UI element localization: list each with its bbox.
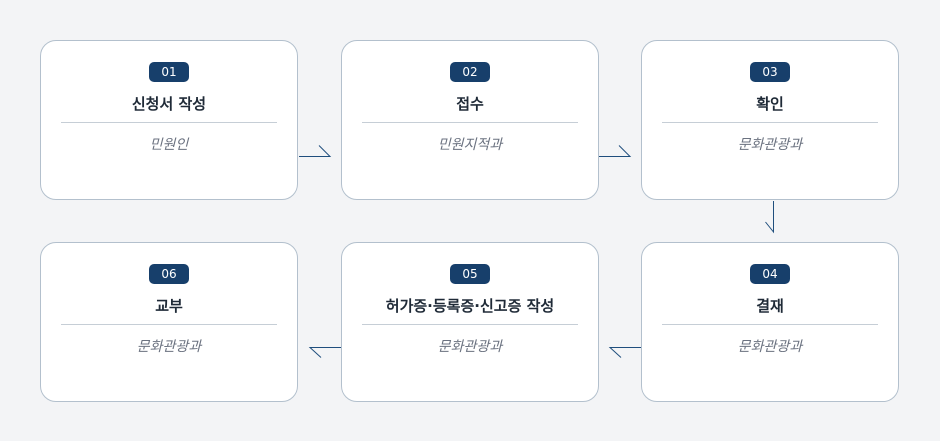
step-divider bbox=[362, 324, 578, 325]
arrow-right-icon bbox=[299, 145, 332, 157]
step-card-04: 04 결재 문화관광과 bbox=[641, 242, 899, 402]
step-department: 문화관광과 bbox=[437, 339, 503, 355]
step-divider bbox=[61, 122, 277, 123]
arrow-left-icon bbox=[608, 347, 641, 358]
arrow-down-icon bbox=[765, 201, 774, 234]
step-number-badge: 03 bbox=[750, 62, 790, 82]
step-department: 민원인 bbox=[149, 137, 189, 153]
arrow-left-icon bbox=[308, 347, 341, 358]
step-card-05: 05 허가증·등록증·신고증 작성 문화관광과 bbox=[341, 242, 599, 402]
step-title: 허가증·등록증·신고증 작성 bbox=[385, 297, 555, 315]
step-card-06: 06 교부 문화관광과 bbox=[40, 242, 298, 402]
step-card-01: 01 신청서 작성 민원인 bbox=[40, 40, 298, 200]
step-department: 문화관광과 bbox=[737, 137, 803, 153]
step-card-03: 03 확인 문화관광과 bbox=[641, 40, 899, 200]
step-department: 민원지적과 bbox=[437, 137, 503, 153]
step-title: 접수 bbox=[456, 95, 484, 113]
step-title: 교부 bbox=[155, 297, 183, 315]
step-number-badge: 02 bbox=[450, 62, 490, 82]
step-title: 신청서 작성 bbox=[131, 95, 207, 113]
step-divider bbox=[61, 324, 277, 325]
step-department: 문화관광과 bbox=[737, 339, 803, 355]
step-number-badge: 06 bbox=[149, 264, 189, 284]
step-department: 문화관광과 bbox=[136, 339, 202, 355]
step-title: 확인 bbox=[756, 95, 784, 113]
step-card-02: 02 접수 민원지적과 bbox=[341, 40, 599, 200]
step-divider bbox=[662, 324, 878, 325]
step-divider bbox=[362, 122, 578, 123]
step-number-badge: 05 bbox=[450, 264, 490, 284]
arrow-right-icon bbox=[599, 145, 632, 157]
step-number-badge: 04 bbox=[750, 264, 790, 284]
step-title: 결재 bbox=[756, 297, 784, 315]
step-divider bbox=[662, 122, 878, 123]
step-number-badge: 01 bbox=[149, 62, 189, 82]
